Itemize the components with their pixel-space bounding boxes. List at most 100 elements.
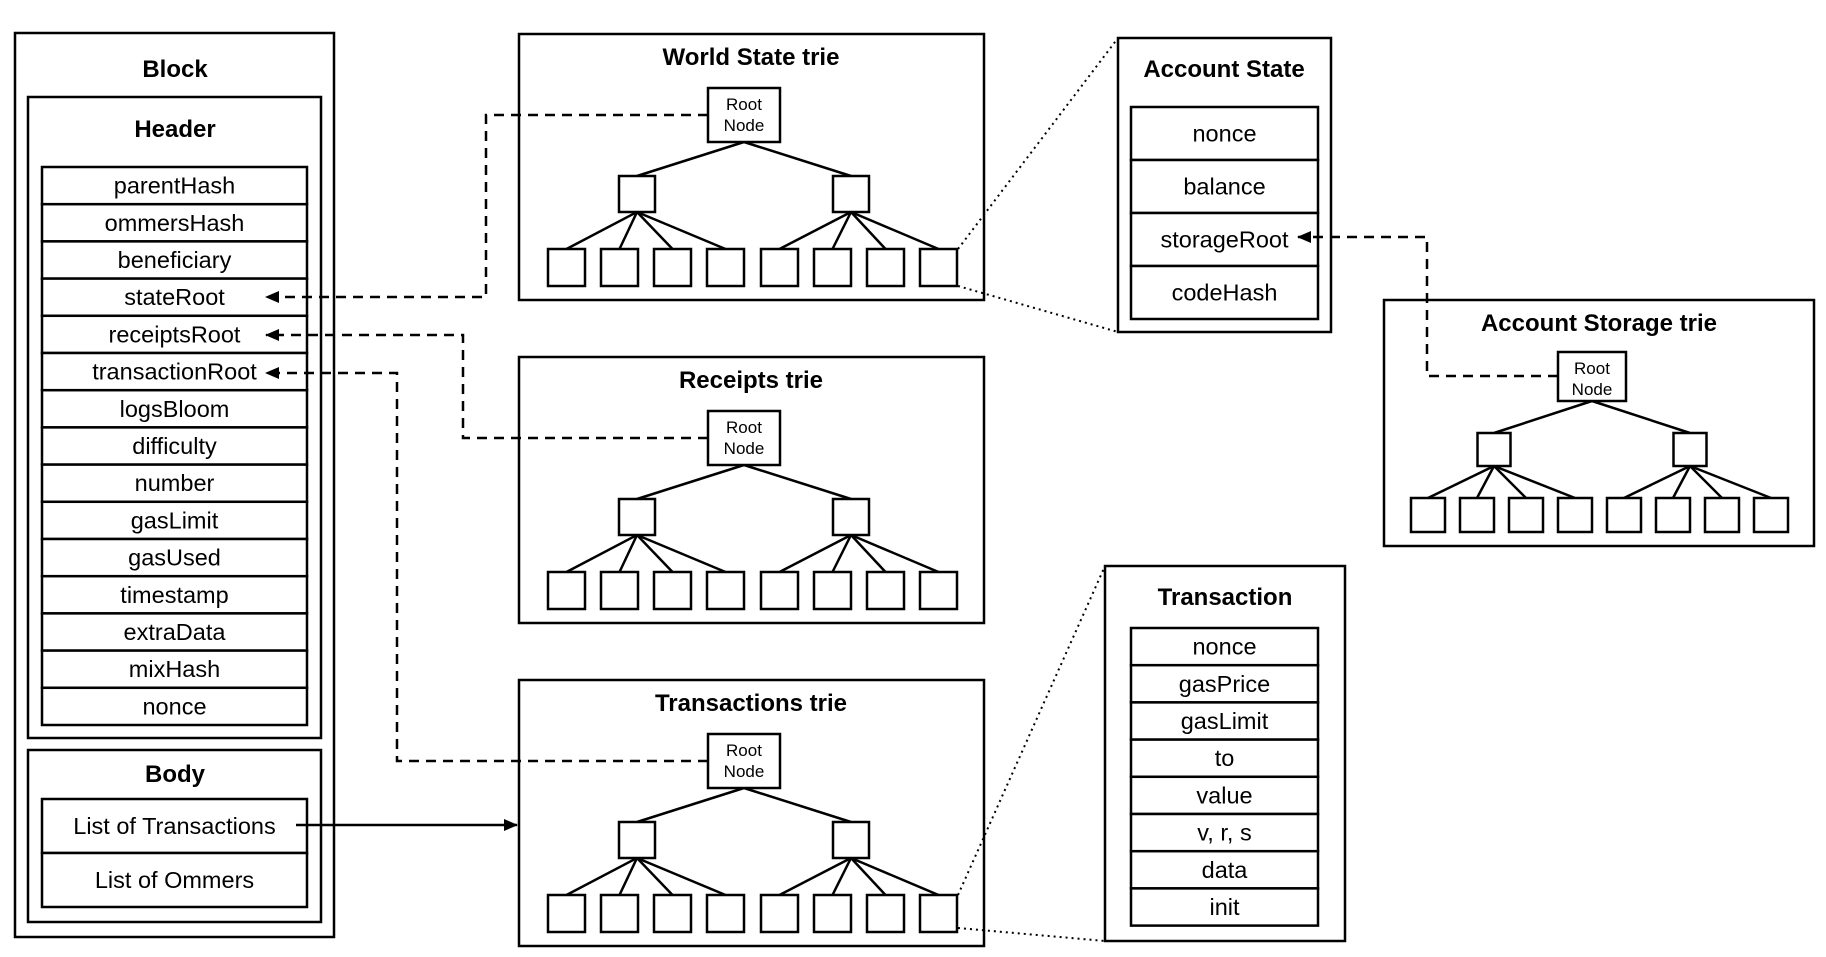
trie-leaf-node	[865, 570, 906, 611]
header-field-row: logsBloom	[40, 388, 309, 429]
trie-edge	[743, 140, 852, 178]
header-field-row: ommersHash	[40, 202, 309, 243]
root-node-label-line1: Root	[726, 418, 762, 437]
header-field-label: gasUsed	[128, 545, 221, 571]
account-state-field-row: balance	[1129, 158, 1320, 215]
trie-edge	[850, 857, 887, 896]
trie-branch-node	[831, 174, 871, 214]
trie-leaf-node	[652, 247, 693, 288]
trie-leaf-node	[1409, 496, 1447, 534]
header-field-label: receiptsRoot	[109, 321, 241, 347]
trie-leaf-node	[652, 893, 693, 934]
trie-edge	[636, 786, 745, 824]
transaction-field-label: to	[1215, 745, 1235, 771]
account-state-field-row: storageRoot	[1129, 211, 1320, 268]
account-state-field-label: codeHash	[1172, 280, 1278, 306]
trie-leaf-node	[546, 893, 587, 934]
trie-edge	[1591, 399, 1691, 435]
transaction-field-row: init	[1129, 887, 1320, 927]
header-field-row: mixHash	[40, 649, 309, 690]
transaction-field-row: value	[1129, 775, 1320, 816]
trie-leaf-node	[652, 570, 693, 611]
body-field-label: List of Transactions	[73, 813, 275, 839]
transaction-field-row: data	[1129, 849, 1320, 890]
header-field-label: parentHash	[114, 173, 236, 199]
trie-edge	[850, 533, 939, 574]
transaction-field-label: gasLimit	[1181, 708, 1269, 734]
trie-leaf-node	[599, 570, 640, 611]
trie-branch-node	[1672, 431, 1708, 468]
trie-edge	[618, 534, 639, 573]
trie-leaf-node	[812, 893, 853, 934]
account-state-panel: Account State noncebalancestorageRootcod…	[1116, 36, 1333, 334]
transaction-field-row: v, r, s	[1129, 812, 1320, 853]
trie-edge	[1689, 464, 1772, 500]
body-title: Body	[145, 761, 206, 788]
block-panel: Block Header parentHashommersHashbenefic…	[13, 31, 336, 939]
header-field-label: beneficiary	[118, 247, 232, 273]
trie-edge	[636, 857, 674, 896]
receiptsroot-connector	[265, 329, 708, 440]
trie-edge	[778, 210, 852, 251]
transaction-field-list: nonce gasPrice gasLimit to value v, r, s data i…	[1129, 626, 1320, 927]
root-node-label-line2: Node	[724, 762, 765, 781]
trie-leaf-node	[1703, 496, 1741, 534]
tx-leaf-to-transaction-bottom	[957, 927, 1106, 942]
trie-edge	[1671, 465, 1692, 499]
account-state-field-label: storageRoot	[1160, 227, 1288, 253]
header-title: Header	[134, 116, 215, 143]
body-field-label: List of Ommers	[95, 867, 254, 893]
trie-edge	[1623, 464, 1691, 500]
transaction-field-label: v, r, s	[1197, 820, 1251, 846]
world-leaf-to-account-state-bottom	[957, 285, 1119, 333]
account-state-field-row: codeHash	[1129, 264, 1320, 321]
header-field-label: timestamp	[120, 582, 228, 608]
trie-edge	[636, 534, 674, 573]
transaction-field-row: to	[1129, 738, 1320, 779]
trie-leaf-node	[918, 570, 959, 611]
transaction-field-row: gasPrice	[1129, 663, 1320, 704]
transaction-field-row: nonce	[1129, 626, 1320, 667]
root-node-label-line2: Node	[724, 116, 765, 135]
trie-edge	[778, 856, 852, 897]
trie-edge	[850, 856, 939, 897]
header-panel: Header parentHash ommersHash beneficiary st…	[26, 95, 323, 740]
trie-edge	[565, 210, 638, 251]
header-field-row: receiptsRoot	[40, 314, 309, 355]
trie-edge	[1475, 465, 1496, 499]
header-field-row: difficulty	[40, 426, 309, 466]
root-node-label-line2: Node	[1572, 380, 1613, 399]
trie-leaf-node	[812, 247, 853, 288]
trie-edge	[1493, 465, 1527, 499]
header-field-label: number	[135, 470, 215, 496]
header-field-row: stateRoot	[40, 277, 309, 318]
trie-leaf-node	[812, 570, 853, 611]
transaction-field-label: nonce	[1192, 634, 1256, 660]
trie-edge	[1689, 465, 1723, 499]
trie-edge	[831, 534, 853, 573]
transaction-field-label: data	[1202, 857, 1249, 883]
account-state-title: Account State	[1143, 56, 1304, 83]
trie-leaf-node	[865, 893, 906, 934]
transactionroot-connector	[265, 367, 708, 763]
trie-leaf-node	[546, 247, 587, 288]
trie-edge	[636, 463, 745, 501]
trie-edge	[831, 857, 853, 896]
trie-edge	[636, 210, 726, 251]
trie-leaf-node	[599, 247, 640, 288]
trie-leaf-node	[705, 570, 746, 611]
trie-edge	[850, 211, 887, 250]
header-field-label: mixHash	[129, 656, 220, 682]
